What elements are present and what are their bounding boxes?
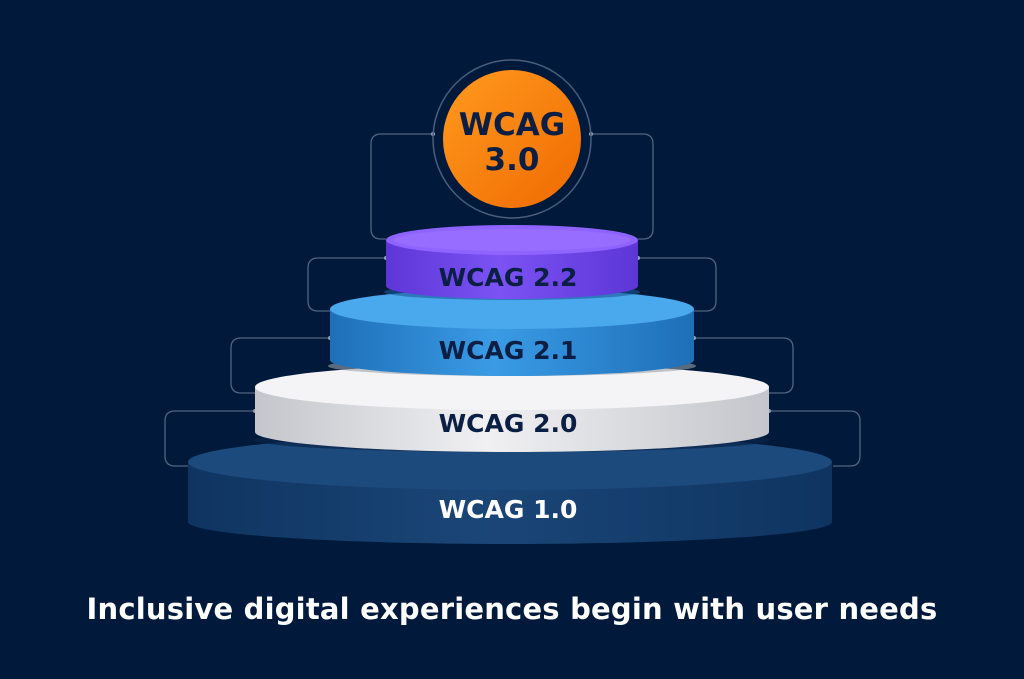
tier-label: WCAG 1.0: [439, 495, 578, 524]
tier-label: WCAG 2.1: [439, 336, 578, 365]
tier-side: [386, 240, 638, 299]
top-circle-fill: [443, 70, 581, 208]
tagline: Inclusive digital experiences begin with…: [86, 592, 938, 626]
tier-label: WCAG 2.0: [439, 409, 578, 438]
connector-tier-1-0-right: [769, 410, 861, 467]
top-label-line1: WCAG: [459, 107, 565, 143]
connector-tier-2-1-left: [230, 337, 330, 394]
tier-top-highlight: [394, 229, 630, 251]
tier-wcag-2-1: WCAG 2.1: [328, 289, 696, 376]
top-circle-wcag-3-0: WCAG 3.0: [432, 59, 592, 219]
connector-tier-3-2-right: [638, 257, 717, 312]
tier-top-face: [255, 364, 769, 410]
wcag-pyramid-diagram: WCAG 1.0 WCAG 2.0 WCAG 2.1 WCAG 2.2: [164, 59, 861, 544]
connector-tier-1-0-left: [164, 410, 255, 467]
tier-top-face: [330, 289, 694, 329]
tier-wcag-2-2: WCAG 2.2: [384, 225, 640, 300]
connector-top-3-right: [591, 133, 654, 240]
top-circle-outline: [432, 59, 592, 219]
top-label-line2: 3.0: [485, 142, 540, 178]
connector-lines: [164, 133, 861, 467]
tier-wcag-2-0: WCAG 2.0: [254, 364, 770, 452]
connector-top-3-left: [370, 133, 433, 240]
connector-tier-3-2-left: [307, 257, 386, 312]
connector-tier-2-1-right: [694, 337, 794, 394]
tier-label: WCAG 2.2: [439, 263, 578, 292]
